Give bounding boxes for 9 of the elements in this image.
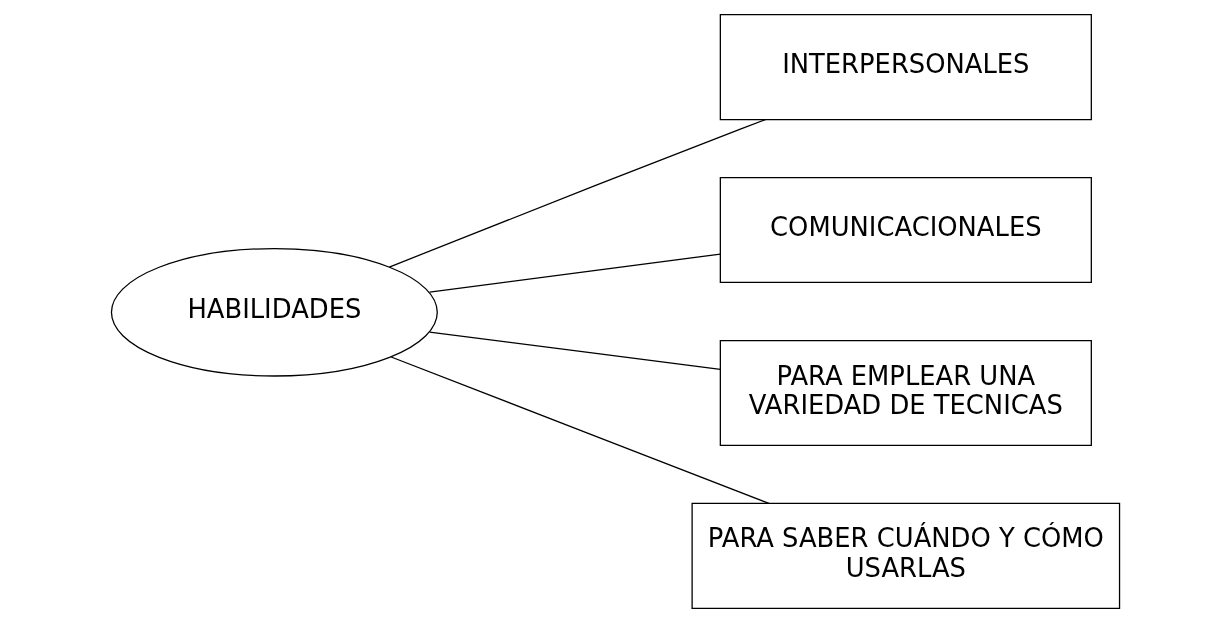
connector	[388, 118, 767, 268]
connector	[429, 331, 721, 370]
connector	[390, 356, 770, 505]
node-box: INTERPERSONALES	[719, 14, 1092, 121]
node-box: PARA EMPLEAR UNA VARIEDAD DE TECNICAS	[719, 339, 1092, 447]
node-box: COMUNICACIONALES	[719, 176, 1092, 284]
node-box: PARA SABER CUÁNDO Y CÓMO USARLAS	[691, 502, 1121, 609]
connector	[429, 253, 721, 293]
node-ellipse: HABILIDADES	[110, 247, 438, 377]
